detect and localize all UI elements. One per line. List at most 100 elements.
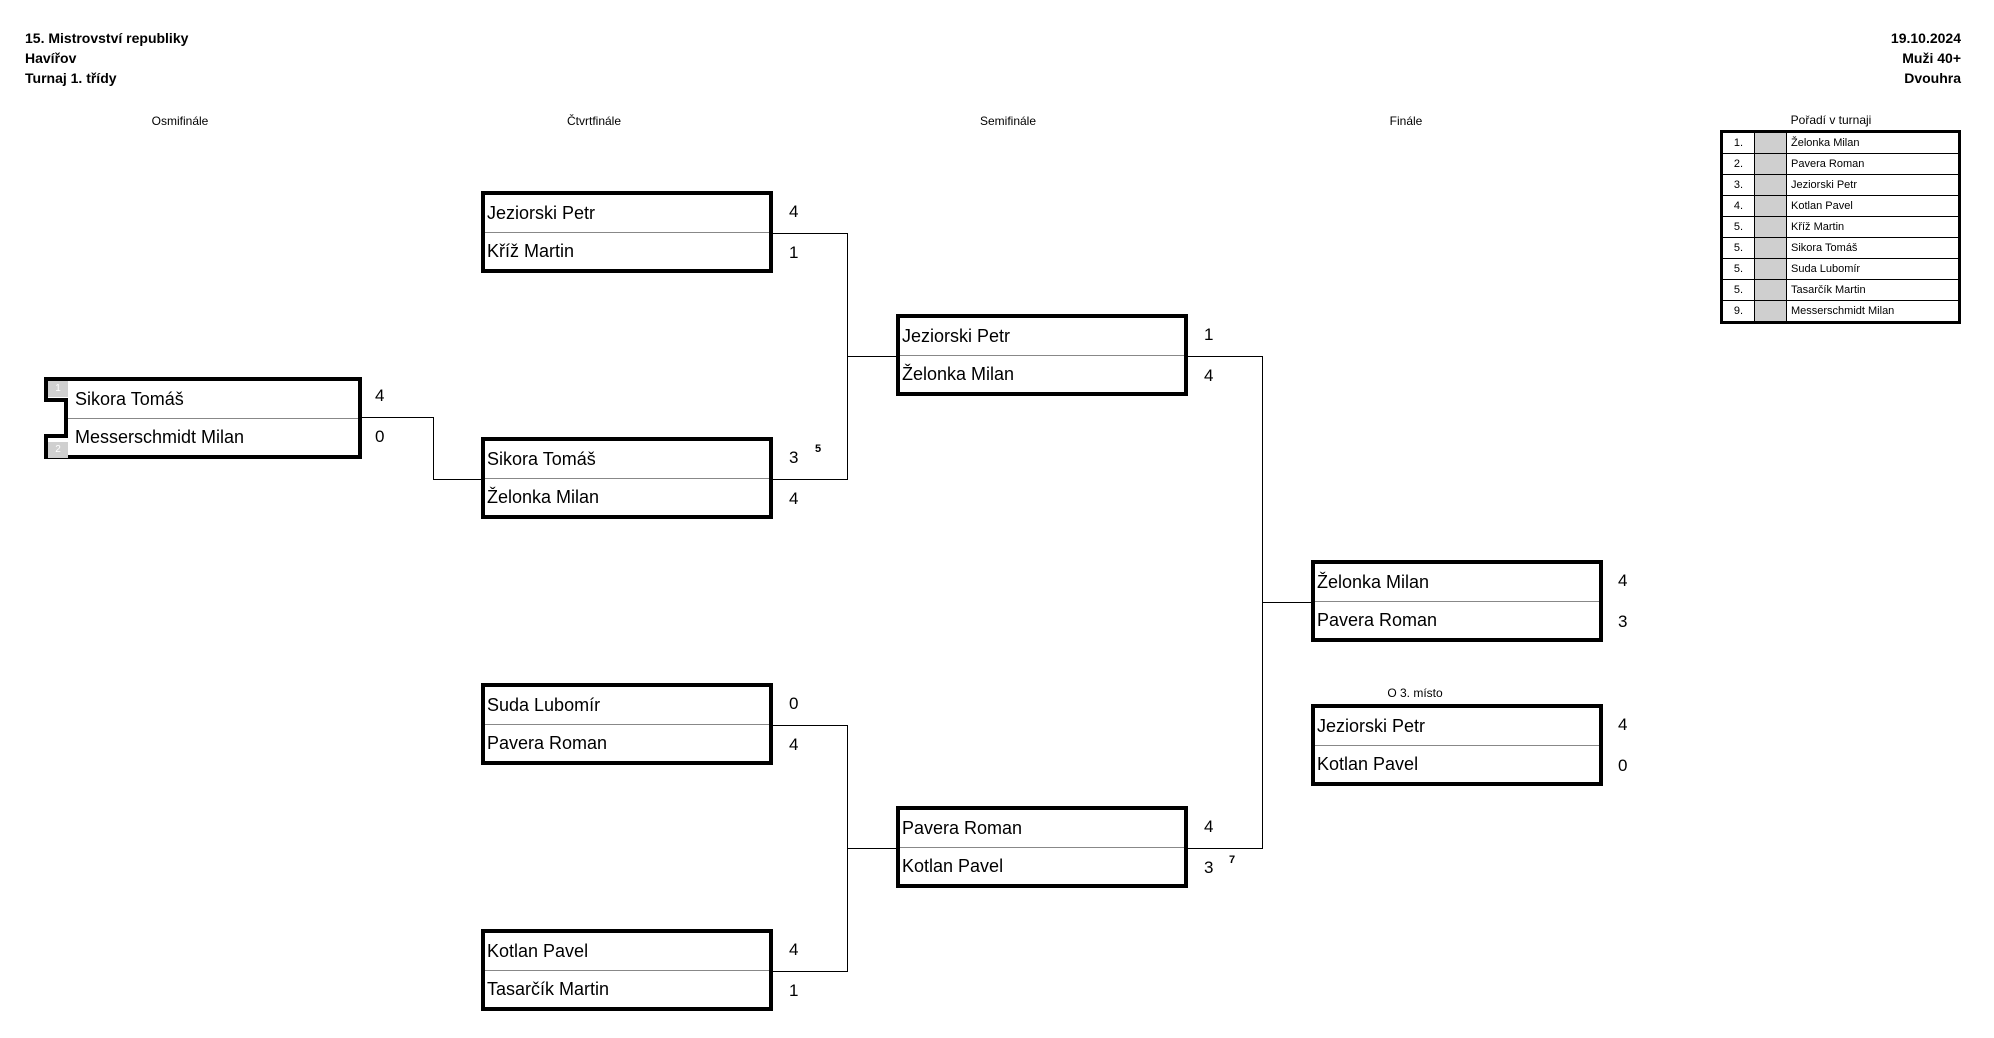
player-1-name: Želonka Milan <box>1315 564 1599 602</box>
player-2-name: Želonka Milan <box>902 364 1015 384</box>
rank-player: Messerschmidt Milan <box>1791 305 1895 317</box>
bracket-connector <box>773 971 848 972</box>
match-qf-4-score-2: 1 <box>789 981 799 1000</box>
player-1-name: Jeziorski Petr <box>485 195 769 233</box>
match-qf-2[interactable]: Sikora Tomáš Želonka Milan <box>481 437 773 519</box>
round-title-qf: Čtvrtfinále <box>566 114 622 128</box>
player-1-name: Pavera Roman <box>900 810 1184 848</box>
ranking-table: 1. Želonka Milan 2. Pavera Roman 3. Jeziors… <box>1720 130 1961 324</box>
match-qf-4[interactable]: Kotlan Pavel Tasarčík Martin <box>481 929 773 1011</box>
round-title-final: Finále <box>1389 114 1423 128</box>
match-qf-1-score-2: 1 <box>789 243 799 262</box>
seed-badge: 1 <box>48 381 68 397</box>
match-sf-1-score-1: 1 <box>1204 325 1214 344</box>
match-sf-2-note: 7 <box>1229 854 1236 866</box>
match-r16-1-score-1: 4 <box>375 386 385 405</box>
player-2-name: Pavera Roman <box>487 733 608 753</box>
event-date: 19.10.2024 <box>1890 30 1961 46</box>
rank-position: 1. <box>1723 133 1755 153</box>
ranking-row: 1. Želonka Milan <box>1723 133 1958 154</box>
match-sf-2-score-1: 4 <box>1204 817 1214 836</box>
rank-player: Želonka Milan <box>1791 137 1860 149</box>
match-sf-1[interactable]: Jeziorski Petr Želonka Milan <box>896 314 1188 396</box>
player-2-name: Kříž Martin <box>487 241 575 261</box>
bracket-connector <box>847 848 896 849</box>
rank-position: 9. <box>1723 301 1755 321</box>
rank-swatch <box>1755 154 1787 174</box>
ranking-row: 5. Sikora Tomáš <box>1723 238 1958 259</box>
ranking-row: 5.Suda Lubomír <box>1723 259 1958 280</box>
player-1-name: Jeziorski Petr <box>900 318 1184 356</box>
match-third-place[interactable]: Jeziorski Petr Kotlan Pavel <box>1311 704 1603 786</box>
rank-position: 2. <box>1723 154 1755 174</box>
match-qf-3[interactable]: Suda Lubomír Pavera Roman <box>481 683 773 765</box>
match-qf-3-score-1: 0 <box>789 694 799 713</box>
rank-swatch <box>1755 196 1787 216</box>
rank-position: 5. <box>1723 217 1755 237</box>
match-qf-1[interactable]: Jeziorski Petr Kříž Martin <box>481 191 773 273</box>
player-1-name: Sikora Tomáš <box>48 381 358 419</box>
rank-swatch <box>1755 175 1787 195</box>
player-2-name: Kotlan Pavel <box>1317 754 1419 774</box>
match-qf-1-score-1: 4 <box>789 202 799 221</box>
third-place-label: O 3. místo <box>1387 686 1443 700</box>
match-sf-2-score-2: 3 <box>1204 858 1214 877</box>
player-2-name: Pavera Roman <box>1317 610 1438 630</box>
rank-position: 5. <box>1723 238 1755 258</box>
bracket-connector <box>1188 356 1263 357</box>
rank-position: 3. <box>1723 175 1755 195</box>
rank-swatch <box>1755 217 1787 237</box>
rank-player: Kříž Martin <box>1791 221 1845 233</box>
player-2-name: Želonka Milan <box>487 487 600 507</box>
ranking-row: 9. Messerschmidt Milan <box>1723 301 1958 321</box>
tournament-title: 15. Mistrovství republiky <box>25 30 189 46</box>
bracket-connector <box>847 356 896 357</box>
rank-player: Suda Lubomír <box>1791 263 1861 275</box>
match-qf-2-score-2: 4 <box>789 489 799 508</box>
player-2-name: Messerschmidt Milan <box>75 427 245 447</box>
rank-player: Jeziorski Petr <box>1791 179 1858 191</box>
match-qf-2-note: 5 <box>815 443 822 455</box>
ranking-row: 5. Kříž Martin <box>1723 217 1958 238</box>
rank-player: Sikora Tomáš <box>1791 242 1858 254</box>
round-title-r16: Osmifinále <box>151 114 209 128</box>
bracket-connector <box>433 479 481 480</box>
bracket-connector <box>362 417 434 418</box>
match-third-score-1: 4 <box>1618 715 1628 734</box>
rank-player: Kotlan Pavel <box>1791 200 1853 212</box>
match-final-score-2: 3 <box>1618 612 1628 631</box>
rank-swatch <box>1755 133 1787 153</box>
event-category: Muži 40+ <box>1902 50 1961 66</box>
rank-swatch <box>1755 259 1787 279</box>
rank-swatch <box>1755 280 1787 300</box>
match-sf-2[interactable]: Pavera Roman Kotlan Pavel <box>896 806 1188 888</box>
bracket-connector <box>433 417 434 479</box>
round-title-sf: Semifinále <box>979 114 1037 128</box>
event-discipline: Dvouhra <box>1904 70 1961 86</box>
match-qf-2-score-1: 3 <box>789 448 799 467</box>
player-2-name: Kotlan Pavel <box>902 856 1004 876</box>
rank-swatch <box>1755 238 1787 258</box>
rank-position: 4. <box>1723 196 1755 216</box>
tournament-city: Havířov <box>25 50 77 66</box>
bracket-connector <box>773 725 848 726</box>
tournament-info: 15. Mistrovství republiky Havířov Turnaj… <box>25 28 188 88</box>
match-final[interactable]: Želonka Milan Pavera Roman <box>1311 560 1603 642</box>
ranking-row: 5.Tasarčík Martin <box>1723 280 1958 301</box>
match-third-score-2: 0 <box>1618 756 1628 775</box>
player-1-name: Sikora Tomáš <box>485 441 769 479</box>
tournament-class: Turnaj 1. třídy <box>25 70 117 86</box>
rank-player: Tasarčík Martin <box>1791 284 1866 296</box>
match-qf-3-score-2: 4 <box>789 735 799 754</box>
player-1-name: Jeziorski Petr <box>1315 708 1599 746</box>
match-r16-1[interactable]: 1 2 Sikora Tomáš Messerschmidt Milan <box>44 377 362 459</box>
player-2-name: Tasarčík Martin <box>487 979 610 999</box>
rank-player: Pavera Roman <box>1791 158 1865 170</box>
player-1-name: Suda Lubomír <box>485 687 769 725</box>
bracket-connector <box>773 479 848 480</box>
rank-swatch <box>1755 301 1787 321</box>
seed-badge: 2 <box>48 442 68 458</box>
event-info: 19.10.2024 Muži 40+ Dvouhra <box>1891 28 1961 88</box>
bracket-connector <box>1188 848 1263 849</box>
bracket-connector <box>773 233 848 234</box>
